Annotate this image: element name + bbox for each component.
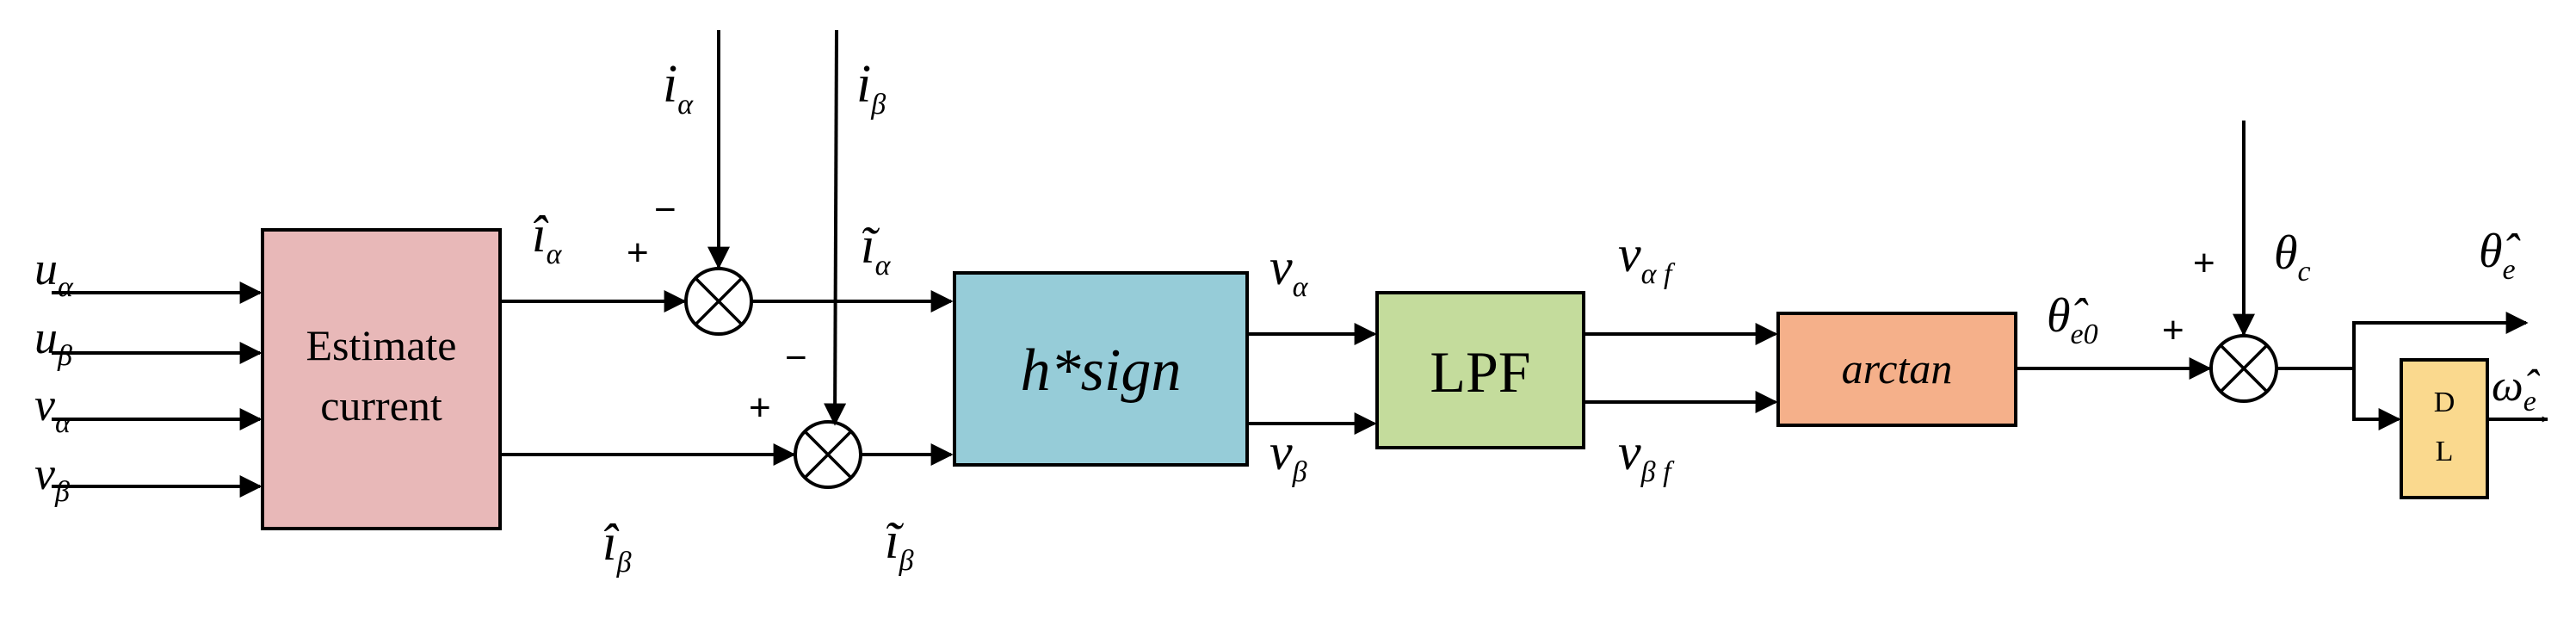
omega-e-output-label: ω̂e <box>2492 362 2541 418</box>
dl-input-wire <box>2352 368 2401 430</box>
v-alpha-f-label: vα f <box>1618 226 1676 290</box>
dl-block <box>2400 358 2489 499</box>
sum3-plus-top-sign: + <box>2193 242 2215 284</box>
sum-junction-theta <box>2209 334 2278 403</box>
dl-label-line1: D <box>2434 387 2456 418</box>
theta-e-output-wire <box>2352 312 2529 368</box>
sum2-minus-sign: − <box>785 337 807 379</box>
sum1-minus-sign: − <box>654 189 676 231</box>
u-alpha-label: uα <box>34 243 74 303</box>
v-beta-label: vβ <box>34 448 70 508</box>
estimate-label-line1: Estimate <box>306 321 457 369</box>
v-alpha-out-label: vα <box>1269 238 1309 303</box>
estimate-current-block <box>261 228 502 530</box>
v-beta-out-label: vβ <box>1269 424 1307 488</box>
i-tilde-beta-label: ĩβ <box>885 512 914 577</box>
arctan-label: arctan <box>1842 344 1953 393</box>
theta-e0-label: θ̂e0 <box>2047 289 2098 350</box>
i-hat-beta-label: îβ <box>602 514 632 579</box>
dl-label-line2: L <box>2436 436 2454 467</box>
lpf-block <box>1375 291 1585 449</box>
v-alpha-label: vα <box>34 379 71 439</box>
i-hat-alpha-label: îα <box>532 206 563 270</box>
arctan-block <box>1776 312 2017 427</box>
theta-e-output-label: θ̂e <box>2479 225 2521 286</box>
u-beta-label: uβ <box>34 312 72 372</box>
i-tilde-alpha-label: ĩα <box>861 217 892 282</box>
estimate-label-line2: current <box>320 381 442 430</box>
i-beta-arrow <box>824 29 847 426</box>
i-beta-label: iβ <box>856 55 886 121</box>
hsign-block <box>953 271 1249 467</box>
lpf-label: LPF <box>1430 339 1530 405</box>
sum3-plus-left-sign: + <box>2162 309 2184 351</box>
sum-junction-alpha <box>684 267 753 336</box>
sum-junction-beta <box>794 420 862 489</box>
hsign-label: h*sign <box>1021 337 1182 404</box>
sum1-plus-sign: + <box>627 232 649 274</box>
v-beta-f-label: vβ f <box>1618 424 1675 488</box>
sum2-plus-sign: + <box>749 387 771 429</box>
theta-c-label: θc <box>2274 226 2311 288</box>
i-alpha-label: iα <box>663 55 694 121</box>
